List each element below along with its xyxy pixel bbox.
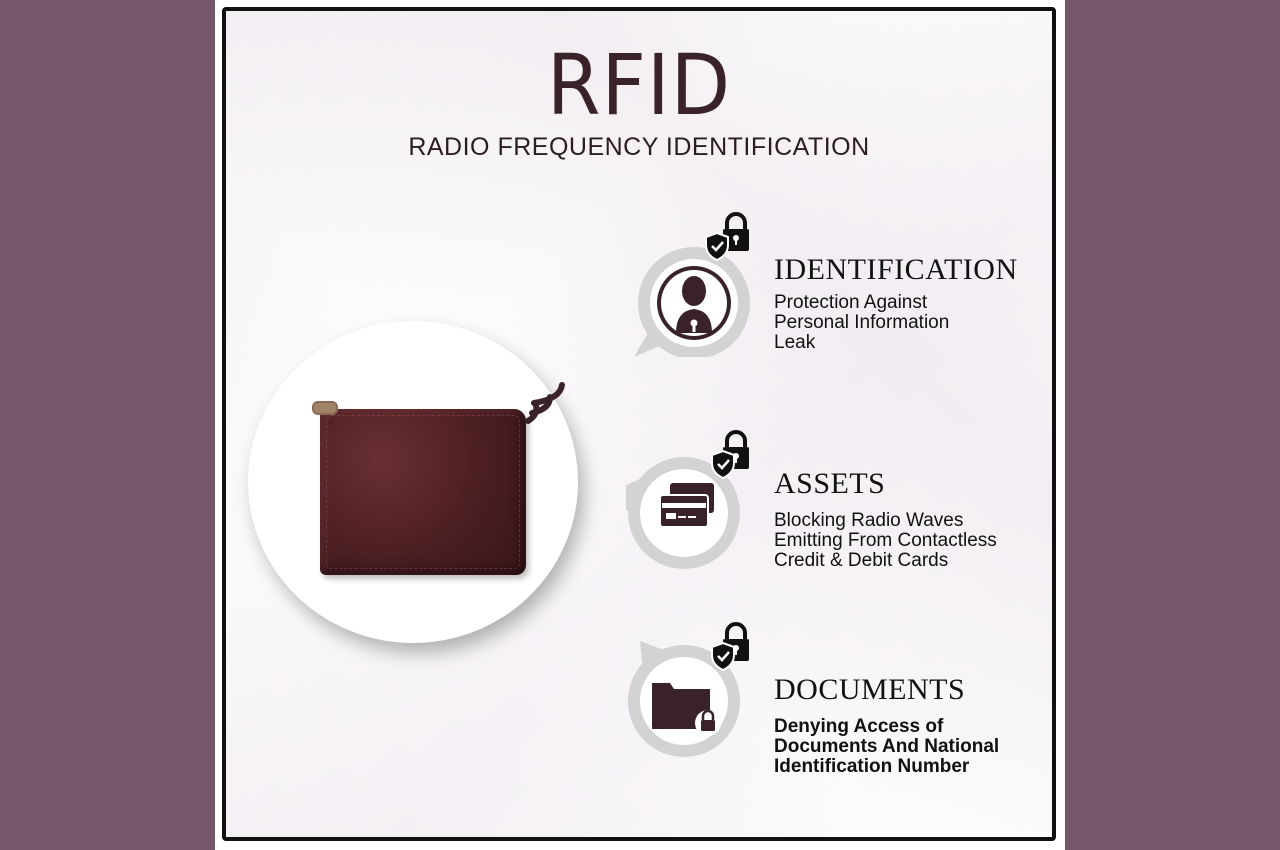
locked-folder-icon: [628, 622, 749, 757]
wireless-signal-icon: [525, 382, 565, 424]
wallet-image: [312, 401, 526, 575]
wallet-image-circle: [248, 321, 578, 643]
infographic-frame: RFID RADIO FREQUENCY IDENTIFICATION: [222, 7, 1056, 841]
feature-identification: IDENTIFICATION Protection Against Person…: [626, 207, 1046, 357]
feature-title: IDENTIFICATION: [774, 253, 1018, 286]
credit-cards-icon: [626, 430, 749, 569]
person-keyhole-icon: [634, 212, 750, 357]
feature-description: Protection Against Personal Information …: [774, 292, 950, 353]
product-infographic: RFID RADIO FREQUENCY IDENTIFICATION: [215, 0, 1065, 850]
feature-assets: ASSETS Blocking Radio Waves Emitting Fro…: [626, 425, 1046, 575]
page-subtitle: RADIO FREQUENCY IDENTIFICATION: [408, 133, 870, 161]
feature-description: Denying Access of Documents And National…: [774, 716, 1000, 777]
feature-documents: DOCUMENTS Denying Access of Documents An…: [626, 617, 1046, 777]
feature-title: ASSETS: [774, 467, 886, 500]
wallet-zipper: [326, 415, 520, 569]
feature-description: Blocking Radio Waves Emitting From Conta…: [774, 510, 997, 571]
page-title: RFID: [546, 36, 732, 134]
feature-title: DOCUMENTS: [774, 673, 966, 706]
zipper-pull: [312, 401, 338, 415]
